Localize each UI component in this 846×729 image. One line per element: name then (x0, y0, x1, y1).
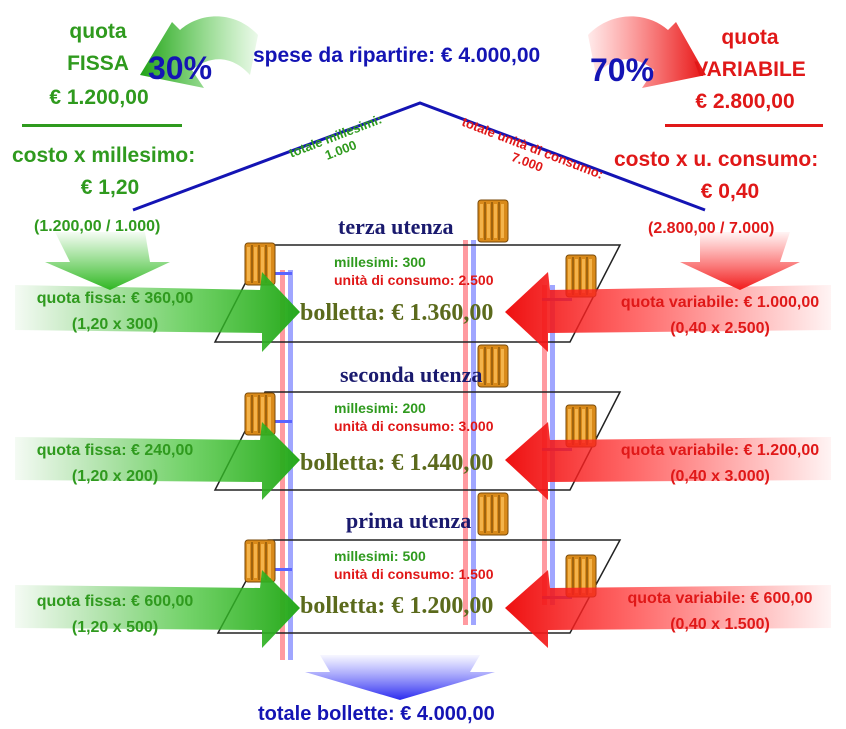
totale-bollette: totale bollette: € 4.000,00 (258, 703, 495, 725)
floor-bolletta-terza: bolletta: € 1.360,00 (300, 300, 494, 326)
floor-millesimi-seconda: millesimi: 200 (334, 400, 426, 416)
fissa-calc: (1.200,00 / 1.000) (34, 218, 161, 235)
fissa-arrow-seconda (15, 422, 300, 500)
pct-variabile: 70% (590, 52, 655, 88)
variabile-underline (665, 124, 823, 127)
floor-bolletta-prima: bolletta: € 1.200,00 (300, 593, 494, 619)
variabile-quota-calc-seconda: (0,40 x 3.000) (670, 468, 770, 485)
fissa-quota-prima: quota fissa: € 600,00 (36, 593, 194, 610)
radiator-icon (477, 344, 509, 388)
variabile-calc: (2.800,00 / 7.000) (648, 220, 775, 237)
floor-millesimi-prima: millesimi: 500 (334, 548, 426, 564)
variabile-cost-label: costo x u. consumo: (614, 148, 819, 171)
variabile-arrow-seconda (505, 422, 831, 500)
fissa-title-1: quota (69, 20, 127, 43)
variabile-quota-terza: quota variabile: € 1.000,00 (620, 294, 820, 311)
fissa-amount: € 1.200,00 (49, 86, 149, 109)
variabile-quota-calc-prima: (0,40 x 1.500) (670, 616, 770, 633)
radiator-icon (244, 242, 276, 286)
variabile-arrow-prima (505, 570, 831, 648)
radiator-icon (477, 492, 509, 536)
fissa-quota-seconda: quota fissa: € 240,00 (36, 442, 194, 459)
fissa-title-2: FISSA (67, 52, 129, 75)
variabile-down-arrow (680, 232, 800, 290)
variabile-cost-value: € 0,40 (700, 180, 760, 203)
floor-unita-terza: unità di consumo: 2.500 (334, 272, 494, 288)
radiator-icon (244, 392, 276, 436)
variabile-title-2: VARIABILE (694, 58, 806, 81)
fissa-arrow-prima (15, 570, 300, 648)
floor-bolletta-seconda: bolletta: € 1.440,00 (300, 450, 494, 476)
fissa-cost-label: costo x millesimo: (12, 144, 196, 167)
variabile-title-1: quota (721, 26, 779, 49)
floor-unita-seconda: unità di consumo: 3.000 (334, 418, 494, 434)
fissa-quota-terza: quota fissa: € 360,00 (36, 290, 194, 307)
fissa-quota-calc-prima: (1,20 x 500) (71, 619, 159, 636)
floor-title-seconda: seconda utenza (340, 362, 483, 387)
floor-title-terza: terza utenza (338, 214, 454, 239)
fissa-top-arrow (140, 16, 258, 89)
variabile-quota-seconda: quota variabile: € 1.200,00 (620, 442, 820, 459)
radiator-icon (477, 199, 509, 243)
radiator-icon (244, 539, 276, 583)
fissa-arrow-terza (15, 272, 300, 352)
fissa-quota-calc-seconda: (1,20 x 200) (71, 468, 159, 485)
pct-fissa: 30% (148, 50, 213, 86)
spese-label: spese da ripartire: € 4.000,00 (253, 44, 541, 67)
floor-millesimi-terza: millesimi: 300 (334, 254, 426, 270)
variabile-quota-prima: quota variabile: € 600,00 (627, 590, 813, 607)
variabile-quota-calc-terza: (0,40 x 2.500) (670, 320, 770, 337)
variabile-top-arrow (588, 16, 706, 89)
variabile-amount: € 2.800,00 (695, 90, 795, 113)
fissa-cost-value: € 1,20 (80, 176, 140, 199)
fissa-quota-calc-terza: (1,20 x 300) (71, 316, 159, 333)
totale-down-arrow (305, 655, 495, 700)
variabile-arrow-terza (505, 272, 831, 352)
floor-unita-prima: unità di consumo: 1.500 (334, 566, 494, 582)
fissa-underline (22, 124, 182, 127)
roof-line (132, 101, 706, 212)
fissa-down-arrow (45, 232, 170, 290)
floor-title-prima: prima utenza (346, 508, 472, 533)
